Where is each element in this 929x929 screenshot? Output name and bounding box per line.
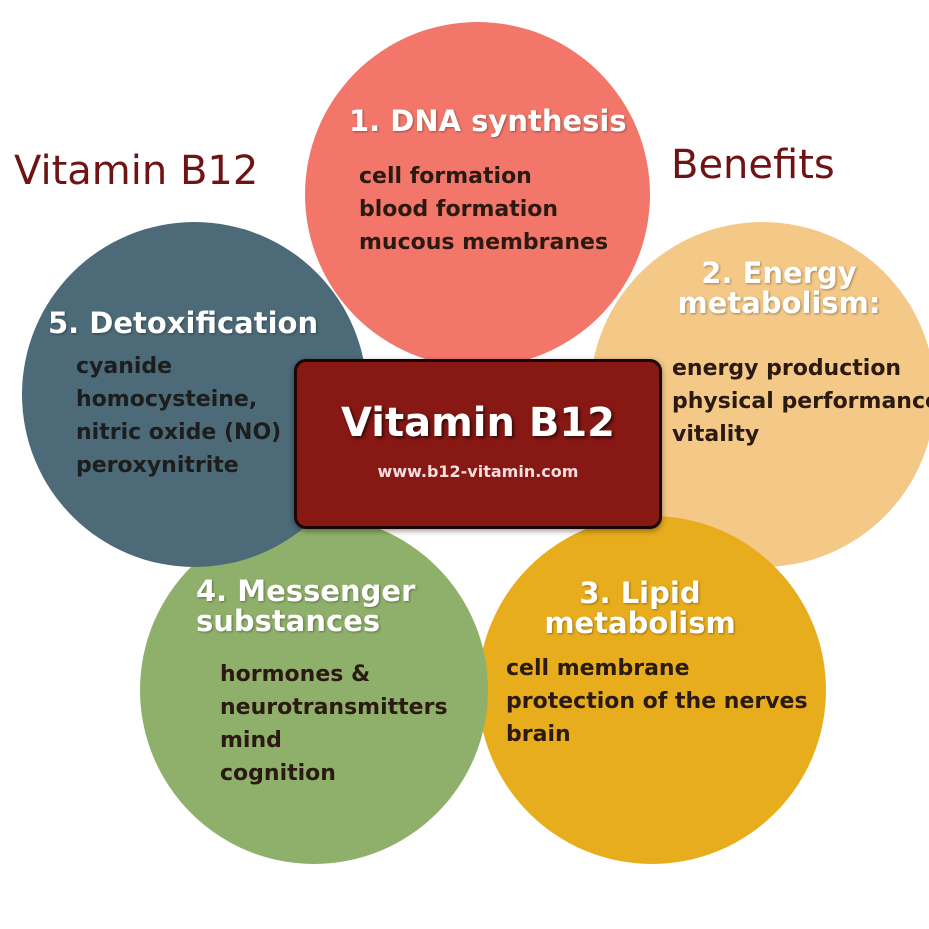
center-url: www.b12-vitamin.com	[377, 462, 579, 481]
benefit-item: cyanide	[76, 354, 173, 379]
center-box: Vitamin B12 www.b12-vitamin.com	[294, 359, 662, 529]
benefit-item: mucous membranes	[359, 230, 609, 255]
benefit-item: mind	[220, 728, 282, 753]
right-title: Benefits	[671, 142, 835, 188]
benefit-item: cognition	[220, 761, 336, 786]
benefit-items: cell membrane protection of the nerves b…	[506, 652, 808, 751]
benefit-circle-messenger-substances: 4. Messenger substances hormones & neuro…	[140, 516, 488, 864]
center-title: Vitamin B12	[340, 400, 616, 446]
benefit-item: physical performance	[672, 389, 929, 414]
left-title: Vitamin B12	[14, 148, 259, 194]
benefit-item: neurotransmitters	[220, 695, 448, 720]
benefit-heading: 5. Detoxification	[48, 306, 319, 340]
benefit-heading: 4. Messenger substances	[196, 574, 416, 638]
benefit-heading: 3. Lipid metabolism	[544, 576, 736, 640]
benefit-items: hormones & neurotransmitters mind cognit…	[220, 658, 448, 790]
benefit-items: energy production physical performance v…	[672, 352, 929, 451]
benefit-item: cell formation	[359, 164, 532, 189]
benefit-circle-lipid-metabolism: 3. Lipid metabolism cell membrane protec…	[478, 516, 826, 864]
benefit-item: protection of the nerves	[506, 689, 808, 714]
benefit-circle-dna-synthesis: 1. DNA synthesis cell formation blood fo…	[305, 22, 650, 367]
benefit-item: energy production	[672, 356, 902, 381]
benefit-heading: 1. DNA synthesis	[349, 104, 627, 138]
benefit-item: homocysteine,	[76, 387, 258, 412]
benefit-items: cell formation blood formation mucous me…	[359, 160, 608, 259]
benefit-item: vitality	[672, 422, 760, 447]
benefit-item: cell membrane	[506, 656, 690, 681]
benefit-item: brain	[506, 722, 571, 747]
benefit-item: blood formation	[359, 197, 559, 222]
benefit-item: peroxynitrite	[76, 453, 239, 478]
benefit-heading: 2. Energy metabolism:	[677, 256, 881, 320]
benefit-items: cyanide homocysteine, nitric oxide (NO) …	[76, 350, 281, 482]
benefit-item: hormones &	[220, 662, 371, 687]
benefit-item: nitric oxide (NO)	[76, 420, 282, 445]
